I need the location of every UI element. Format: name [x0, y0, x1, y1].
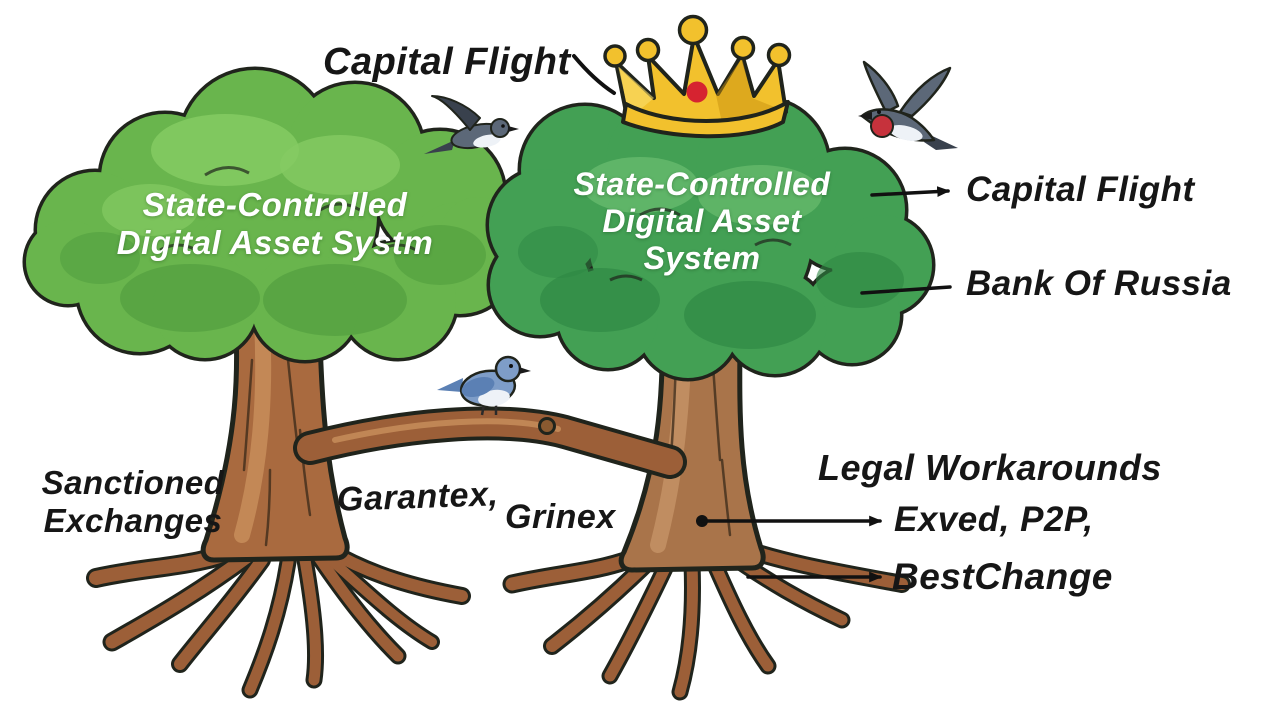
capital-flight-right-label: Capital Flight — [966, 170, 1195, 209]
crown-gem — [686, 81, 708, 103]
left-tree-roots — [96, 548, 462, 690]
crown-icon — [603, 14, 792, 139]
sanctioned-exchanges-label: Sanctioned Exchanges — [34, 464, 232, 541]
right-canopy-line3: System — [643, 240, 761, 277]
left-canopy-label: State-Controlled Digital Asset Systm — [108, 186, 442, 263]
flying-bird-icon — [424, 95, 519, 154]
bank-of-russia-label: Bank Of Russia — [966, 264, 1232, 303]
left-canopy-line1: State-Controlled — [142, 186, 408, 223]
right-canopy-line2: Digital Asset — [602, 203, 802, 240]
capital-flight-top-label: Capital Flight — [323, 41, 571, 83]
left-tree-canopy — [26, 70, 516, 360]
right-canopy-line1: State-Controlled — [573, 166, 831, 202]
branch-knot — [538, 417, 556, 435]
annotation-arrows — [572, 54, 952, 583]
right-canopy-label: State-Controlled Digital Asset System — [546, 166, 858, 277]
grinex-label: Grinex — [505, 498, 616, 536]
connecting-branch — [310, 419, 670, 463]
right-tree-canopy — [489, 99, 932, 378]
capital-flight-pointer-line — [572, 54, 616, 95]
bank-of-russia-line — [860, 285, 952, 295]
left-canopy-line2: Digital Asset Systm — [116, 224, 434, 262]
bestchange-label: BestChange — [892, 556, 1113, 597]
garantex-label: Garantex, — [336, 475, 499, 519]
robin-bird-icon — [858, 60, 958, 150]
sanctioned-line1: Sanctioned — [41, 464, 225, 501]
sanctioned-line2: Exchanges — [43, 502, 223, 540]
legal-workarounds-label: Legal Workarounds — [818, 447, 1162, 488]
exved-p2p-label: Exved, P2P, — [894, 500, 1094, 539]
perched-bird-icon — [437, 355, 531, 416]
capital-flight-right-arrow — [870, 186, 951, 197]
